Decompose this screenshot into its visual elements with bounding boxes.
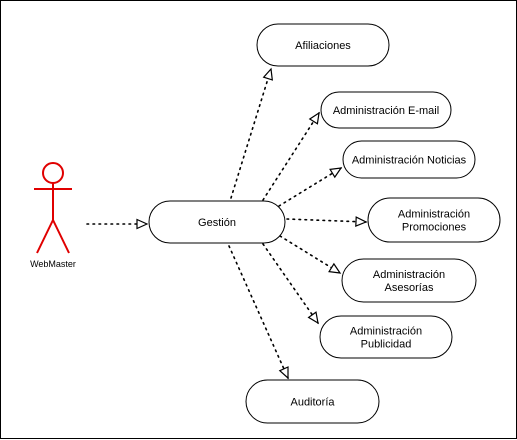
use-case-admin-noticias-label: Administración Noticias: [352, 155, 467, 167]
open-arrowhead: [307, 311, 319, 325]
relationship-layer: [86, 67, 368, 380]
use-case-afiliaciones-label: Afiliaciones: [295, 40, 351, 52]
use-case-admin-promociones-label: Promociones: [402, 222, 467, 234]
use-case-admin-email-label: Administración E-mail: [333, 105, 439, 117]
relationship-gestion-to-admin-asesorias: [279, 235, 342, 274]
use-case-gestion-shape: [148, 200, 286, 244]
dotted-connector: [228, 245, 289, 379]
open-arrowhead: [262, 67, 274, 81]
dotted-connector: [278, 167, 342, 207]
use-case-admin-publicidad-label: Administración: [350, 326, 422, 338]
use-case-gestion-label: Gestión: [198, 217, 236, 229]
use-case-auditoria-shape: [245, 379, 380, 424]
relationship-gestion-to-admin-noticias: [278, 167, 343, 207]
relationship-gestion-to-auditoria: [228, 245, 289, 380]
relationship-gestion-to-admin-email: [262, 111, 320, 201]
use-case-admin-promociones-shape: [367, 197, 501, 243]
open-arrowhead: [278, 366, 289, 380]
use-case-admin-email-shape: [320, 91, 452, 129]
open-arrowhead: [328, 262, 342, 274]
relationship-gestion-to-admin-publicidad: [262, 243, 319, 325]
dotted-connector: [262, 112, 320, 201]
use-case-auditoria: Auditoría: [245, 379, 380, 424]
dotted-connector: [279, 235, 341, 274]
dotted-connector: [230, 68, 272, 199]
use-case-admin-email: Administración E-mail: [320, 91, 452, 129]
use-case-admin-asesorias-shape: [341, 258, 477, 303]
actor-webmaster: WebMaster: [30, 162, 76, 269]
use-case-afiliaciones-shape: [256, 23, 390, 67]
use-case-gestion: Gestión: [148, 200, 286, 244]
actor-right-leg: [52, 219, 70, 254]
open-arrowhead: [308, 111, 320, 125]
dotted-connector: [262, 243, 319, 324]
use-case-admin-asesorias-label: Asesorías: [385, 282, 434, 294]
actor-left-leg: [36, 219, 54, 254]
use-case-admin-promociones-label: Administración: [398, 209, 470, 221]
actor-head: [42, 162, 64, 184]
use-case-auditoria-label: Auditoría: [290, 397, 335, 409]
use-case-admin-publicidad-shape: [319, 315, 453, 359]
use-case-admin-publicidad-label: Publicidad: [361, 339, 412, 351]
relationship-gestion-to-admin-promociones: [286, 216, 368, 228]
open-arrowhead: [329, 167, 343, 179]
use-case-admin-asesorias-label: Administración: [373, 269, 445, 281]
use-case-admin-noticias: Administración Noticias: [342, 140, 476, 179]
use-case-afiliaciones: Afiliaciones: [256, 23, 390, 67]
relationship-actor-to-gestion: [86, 218, 149, 230]
open-arrowhead: [355, 216, 368, 228]
actor-label: WebMaster: [30, 259, 76, 269]
dotted-connector: [286, 218, 367, 223]
open-arrowhead: [136, 218, 149, 230]
use-case-admin-noticias-shape: [342, 140, 476, 179]
relationship-gestion-to-afiliaciones: [230, 67, 274, 199]
